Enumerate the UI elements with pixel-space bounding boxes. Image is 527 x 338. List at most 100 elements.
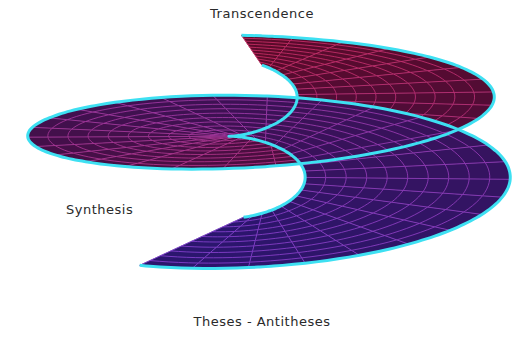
grid-line <box>254 242 292 246</box>
grid-line <box>324 178 326 185</box>
grid-line <box>216 246 253 247</box>
grid-line <box>411 72 427 82</box>
grid-line <box>88 137 94 144</box>
grid-line <box>395 125 427 136</box>
ribbon-surface <box>28 136 230 146</box>
grid-line <box>109 109 141 114</box>
grid-line <box>288 44 330 48</box>
grid-line <box>244 38 291 40</box>
grid-line <box>204 257 251 258</box>
grid-line <box>187 109 226 110</box>
grid-line <box>445 81 454 92</box>
grid-line <box>86 115 109 122</box>
grid-line <box>333 87 336 94</box>
grid-line <box>137 163 180 165</box>
grid-line <box>329 143 345 150</box>
spiral-edge <box>229 65 305 217</box>
grid-line <box>48 137 55 145</box>
grid-line <box>394 93 395 102</box>
grid-line <box>414 93 415 103</box>
grid-line <box>177 128 188 130</box>
grid-line <box>435 212 464 227</box>
grid-line <box>128 137 133 142</box>
ribbon-surface <box>295 79 493 94</box>
grid-line <box>91 123 103 130</box>
grid-line <box>424 104 434 115</box>
grid-line <box>360 77 371 85</box>
grid-line <box>355 94 357 102</box>
grid-line <box>241 35 261 65</box>
ribbon-surface <box>304 162 510 180</box>
grid-line <box>181 246 216 247</box>
grid-line <box>104 117 125 123</box>
stage-label: Theses - Antitheses <box>192 314 333 329</box>
grid-line <box>446 194 463 209</box>
grid-line <box>427 82 435 93</box>
grid-line <box>147 151 173 153</box>
grid-line <box>148 133 150 137</box>
grid-line <box>463 179 470 195</box>
grid-line <box>192 216 252 269</box>
grid-line <box>339 161 345 169</box>
grid-line <box>140 217 244 265</box>
grid-line <box>252 50 281 53</box>
grid-line <box>296 62 314 67</box>
grid-line <box>298 245 343 252</box>
grid-line <box>239 122 266 124</box>
grid-line <box>342 139 361 147</box>
grid-line <box>330 73 343 79</box>
grid-line <box>216 129 231 130</box>
grid-line <box>88 130 91 137</box>
label-holder: Transcendence <box>208 4 316 22</box>
grid-line <box>261 215 275 218</box>
grid-line <box>222 104 267 105</box>
grid-line <box>140 106 178 110</box>
grid-line <box>394 74 408 83</box>
grid-line <box>169 137 172 140</box>
grid-line <box>180 164 227 166</box>
grid-line <box>122 120 140 125</box>
grid-line <box>298 123 328 128</box>
grid-line <box>304 214 324 221</box>
grid-line <box>344 169 346 178</box>
grid-line <box>180 142 192 144</box>
grid-line <box>94 143 109 149</box>
grid-line <box>337 124 368 132</box>
grid-line <box>344 70 359 77</box>
grid-line <box>210 251 252 252</box>
grid-line <box>464 196 483 212</box>
grid-line <box>250 258 302 262</box>
grid-line <box>346 59 372 66</box>
grid-line <box>125 113 153 118</box>
grid-line <box>385 223 420 235</box>
grid-line <box>212 231 234 232</box>
grid-line <box>324 170 325 177</box>
grid-line <box>246 41 288 43</box>
grid-line <box>376 157 385 167</box>
grid-line <box>108 137 113 143</box>
grid-line <box>91 151 116 156</box>
grid-line <box>343 79 352 86</box>
grid-line <box>288 132 309 137</box>
grid-line <box>226 109 267 110</box>
grid-line <box>255 237 288 241</box>
grid-line <box>292 236 328 242</box>
grid-line <box>373 189 383 200</box>
grid-line <box>170 131 177 134</box>
grid-line <box>275 211 289 215</box>
grid-line <box>93 106 128 112</box>
grid-line <box>284 136 301 141</box>
grid-line <box>231 130 248 132</box>
grid-line <box>196 113 230 115</box>
grid-line <box>385 167 388 178</box>
grid-line <box>404 207 428 220</box>
grid-line <box>469 147 485 163</box>
grid-line <box>328 227 361 236</box>
grid-line <box>192 241 223 243</box>
grid-line <box>159 126 173 129</box>
grid-line <box>285 226 312 232</box>
grid-line <box>373 66 394 74</box>
grid-line <box>55 146 73 154</box>
grid-line <box>405 166 408 178</box>
